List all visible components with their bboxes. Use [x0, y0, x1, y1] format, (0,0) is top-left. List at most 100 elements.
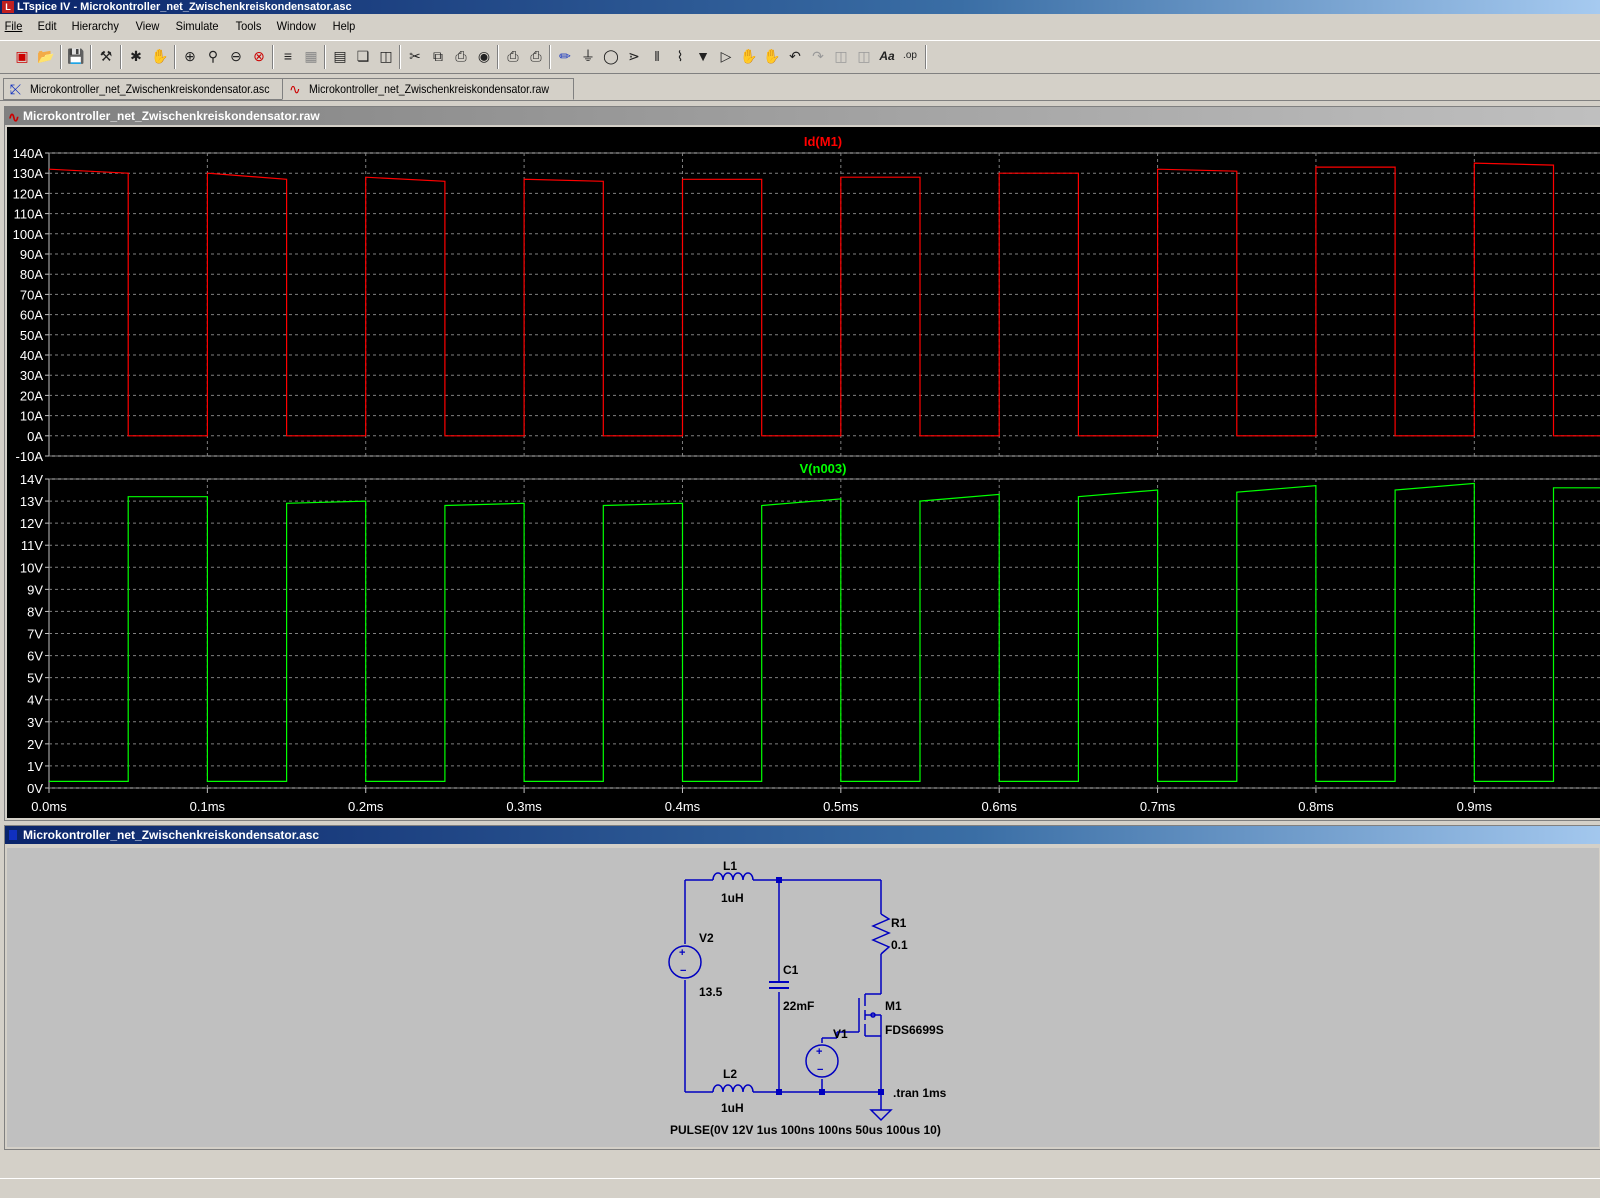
waveform-window-title[interactable]: ∿ Microkontroller_net_Zwischenkreiskonde… — [5, 107, 1600, 125]
voltage-source-v2[interactable]: + − V2 13.5 — [668, 931, 723, 999]
ltspice-logo-icon: L — [2, 1, 14, 13]
y-tick-label: 11V — [21, 538, 43, 553]
x-tick-label: 0.7ms — [1140, 799, 1176, 814]
print-setup-icon[interactable]: ⎙ — [507, 48, 519, 64]
waveform-icon: ∿ — [8, 109, 20, 125]
y-tick-label: 13V — [20, 494, 43, 509]
zoom-in-icon[interactable]: ⊕ — [184, 48, 196, 64]
y-tick-label: 10V — [20, 560, 43, 575]
component-icon[interactable]: ▷ — [720, 48, 732, 64]
svg-text:−: − — [680, 965, 686, 977]
m1-value: FDS6699S — [885, 1023, 944, 1037]
cut-icon[interactable]: ✂ — [409, 48, 421, 64]
grid-icon[interactable]: ▦ — [304, 48, 318, 64]
save-icon[interactable]: 💾 — [67, 48, 85, 64]
menu-file[interactable]: File — [4, 19, 23, 33]
schematic-icon — [9, 830, 17, 840]
run-icon[interactable]: ✱ — [130, 48, 142, 64]
resistor-icon[interactable]: ⋗ — [628, 48, 640, 64]
voltage-source-v1[interactable]: + − V1 PULSE(0V 12V 1us 100ns 100ns 50us… — [670, 1027, 941, 1137]
menu-simulate[interactable]: Simulate — [175, 19, 219, 33]
capacitor-c1[interactable]: C1 22mF — [769, 963, 814, 1013]
zoom-out-icon[interactable]: ⊖ — [230, 48, 242, 64]
waveform-window: ∿ Microkontroller_net_Zwischenkreiskonde… — [4, 106, 1600, 821]
toolbar: ▣ 📂 💾 ⚒ ✱ ✋ ⊕ ⚲ ⊖ ⊗ ≡ ▦ ▤ ❏ ◫ ✂ ⧉ ⎙ ◉ ⎙ … — [0, 40, 1600, 74]
cascade-icon[interactable]: ❏ — [356, 48, 370, 64]
spice-directive[interactable]: .tran 1ms — [893, 1086, 947, 1100]
y-tick-label: 90A — [20, 247, 43, 262]
mirror-icon[interactable]: ◫ — [857, 48, 871, 64]
diode-icon[interactable]: ▼ — [696, 48, 710, 64]
menu-tools[interactable]: Tools — [235, 19, 261, 33]
x-tick-label: 0.1ms — [190, 799, 226, 814]
y-tick-label: 80A — [20, 267, 43, 282]
tab-schematic[interactable]: ⤪ Microkontroller_net_Zwischenkreiskonde… — [3, 78, 289, 100]
y-tick-label: 6V — [27, 649, 43, 664]
y-tick-label: 10A — [20, 409, 43, 424]
find-icon[interactable]: ◉ — [477, 48, 491, 64]
drag-icon[interactable]: ✋ — [763, 48, 781, 64]
label-net-icon[interactable]: ◯ — [603, 48, 619, 64]
print-icon[interactable]: ⎙ — [530, 48, 542, 64]
schematic-icon: ⤪ — [10, 81, 22, 97]
y-tick-label: 110A — [14, 207, 44, 222]
ground-icon[interactable]: ⏚ — [581, 48, 595, 64]
new-schematic-icon[interactable]: ▣ — [15, 48, 29, 64]
menu-help[interactable]: Help — [332, 19, 356, 33]
x-tick-label: 0.9ms — [1457, 799, 1493, 814]
menu-window[interactable]: Window — [276, 19, 316, 33]
waveform-plot[interactable]: 140A130A120A110A100A90A80A70A60A50A40A30… — [7, 127, 1600, 818]
paste-icon[interactable]: ⎙ — [455, 48, 467, 64]
wire-icon[interactable]: ✏ — [559, 48, 571, 64]
zoom-area-icon[interactable]: ⚲ — [207, 48, 219, 64]
copy-icon[interactable]: ⧉ — [433, 48, 443, 64]
autorange-icon[interactable]: ≡ — [283, 48, 293, 64]
text-icon[interactable]: Aa — [879, 49, 895, 63]
l2-value: 1uH — [721, 1101, 744, 1115]
menu-hierarchy[interactable]: Hierarchy — [71, 19, 119, 33]
trace-label: V(n003) — [800, 461, 847, 476]
mosfet-m1[interactable]: M1 FDS6699S — [822, 993, 944, 1039]
halt-icon[interactable]: ✋ — [151, 48, 169, 64]
x-tick-label: 0.5ms — [823, 799, 859, 814]
zoom-fit-icon[interactable]: ⊗ — [253, 48, 265, 64]
tab-waveform[interactable]: ∿ Microkontroller_net_Zwischenkreiskonde… — [282, 78, 574, 100]
y-tick-label: 9V — [27, 582, 43, 597]
v2-name: V2 — [699, 931, 714, 945]
r1-value: 0.1 — [891, 938, 908, 952]
resistor-r1[interactable]: R1 0.1 — [871, 913, 908, 955]
tile-horizontal-icon[interactable]: ▤ — [333, 48, 347, 64]
inductor-l2[interactable]: L2 1uH — [712, 1067, 754, 1115]
status-bar — [0, 1178, 1600, 1198]
y-tick-label: 4V — [27, 693, 43, 708]
open-icon[interactable]: 📂 — [37, 48, 55, 64]
control-panel-icon[interactable]: ⚒ — [99, 48, 113, 64]
tile-vertical-icon[interactable]: ◫ — [379, 48, 393, 64]
waveform-icon: ∿ — [289, 81, 301, 97]
inductor-l1[interactable]: L1 1uH — [712, 859, 754, 905]
x-tick-label: 0.8ms — [1298, 799, 1334, 814]
y-tick-label: 1V — [27, 759, 43, 774]
x-tick-label: 0.3ms — [506, 799, 542, 814]
menu-view[interactable]: View — [136, 19, 160, 33]
schematic-canvas[interactable]: L1 1uH L2 1uH + − V2 13.5 C1 22mF R1 0.1 — [7, 848, 1599, 1147]
capacitor-icon[interactable]: ‖ — [654, 48, 660, 64]
move-icon[interactable]: ✋ — [740, 48, 758, 64]
spice-directive-icon[interactable]: .op — [903, 50, 917, 61]
menu-edit[interactable]: Edit — [37, 19, 57, 33]
y-tick-label: 70A — [20, 287, 43, 302]
rotate-icon[interactable]: ◫ — [834, 48, 848, 64]
y-tick-label: 0A — [27, 429, 43, 444]
y-tick-label: 50A — [20, 328, 43, 343]
y-tick-label: 8V — [27, 604, 43, 619]
schematic-window-title[interactable]: Microkontroller_net_Zwischenkreiskondens… — [5, 826, 1600, 844]
trace-line — [49, 482, 1600, 783]
v1-name: V1 — [833, 1027, 848, 1041]
l1-name: L1 — [723, 859, 737, 873]
y-tick-label: 120A — [13, 186, 44, 201]
m1-name: M1 — [885, 999, 902, 1013]
undo-icon[interactable]: ↶ — [789, 48, 801, 64]
inductor-icon[interactable]: ⌇ — [676, 48, 684, 64]
redo-icon[interactable]: ↷ — [812, 48, 824, 64]
